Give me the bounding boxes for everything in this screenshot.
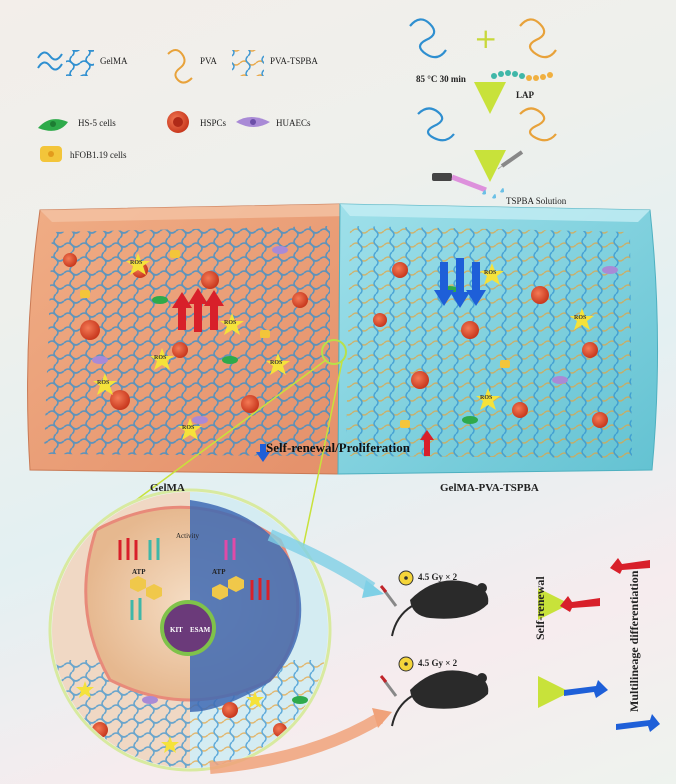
svg-text:ROS: ROS [130,260,143,266]
cyan-flow-arrowhead [362,580,384,598]
mouse-icon-top [379,580,489,637]
pva-tspba-block [337,203,659,475]
legend-hspcs-label: HSPCs [200,118,227,128]
lap-molecule-icon [491,70,553,81]
gelma-cells [63,246,308,424]
legend-huaec-icon [236,117,270,127]
syringe-icon [497,150,524,170]
self-renewal-red-arrow [560,596,600,612]
radiation-icon-top [398,570,414,586]
self-renewal-blue-arrow [564,680,608,698]
legend-huaecs-label: HUAECs [276,118,311,128]
synthesis-schematic: + [409,18,557,199]
synthesis-condition: 85 °C 30 min [416,74,466,84]
pva-cells [373,262,618,428]
ros-markers [93,253,594,440]
uv-lamp-icon [432,173,487,193]
orange-flow-arrowhead [372,708,392,728]
legend-hspc-icon [167,111,189,133]
red-up-arrows [172,288,224,332]
svg-text:ROS: ROS [224,320,237,326]
legend-hfob-icon [40,146,62,162]
zoom-circle [48,488,332,772]
self-renewal-label: Self-renewal [533,576,547,640]
tspba-label: TSPBA Solution [506,196,567,206]
legend-pva-tspba-label: PVA-TSPBA [270,56,318,66]
radiation-icon-bottom [398,656,414,672]
svg-text:+: + [474,22,497,55]
svg-text:ATP: ATP [212,568,226,576]
lap-label: LAP [516,90,534,100]
svg-text:KIT: KIT [170,626,183,634]
svg-text:ROS: ROS [484,270,497,276]
svg-text:Activity: Activity [176,532,199,540]
legend-hs5-icon [38,119,68,131]
legend-hfob-label: hFOB1.19 cells [70,150,127,160]
svg-text:ROS: ROS [574,315,587,321]
multilineage-blue-arrow [616,714,660,732]
legend-gelma-icon [37,50,94,76]
legend-pva-icon [167,49,193,84]
svg-text:ROS: ROS [154,355,167,361]
dose-label-top: 4.5 Gy × 2 [418,572,458,582]
legend-hs5-label: HS-5 cells [78,118,116,128]
legend-pva-tspba-icon [232,50,264,76]
self-renewal-proliferation-label: Self-renewal/Proliferation [266,440,410,455]
legend-pva-label: PVA [200,56,217,66]
cyan-flow-arrow [267,529,376,593]
svg-text:ROS: ROS [182,425,195,431]
dose-label-bottom: 4.5 Gy × 2 [418,658,458,668]
svg-text:ESAM: ESAM [190,626,211,634]
mouse-icon-bottom [379,670,489,727]
svg-text:ROS: ROS [97,380,110,386]
gelma-title: GelMA [150,482,185,494]
orange-flow-arrow [209,712,384,774]
ros-labels: ROS ROS ROS ROS ROS ROS ROS ROS ROS [97,260,587,431]
multilineage-label: Multilineage differentiation [627,570,641,712]
gelma-pva-tspba-title: GelMA-PVA-TSPBA [440,482,539,494]
svg-text:ROS: ROS [270,360,283,366]
blue-down-arrows [434,258,486,308]
droplets-icon [482,188,504,199]
legend-gelma-label: GelMA [100,56,128,66]
svg-text:ATP: ATP [132,568,146,576]
center-label-arrows [256,430,434,462]
zoom-labels: Activity ATP ATP KIT ESAM [132,532,226,634]
zoom-marker [321,339,347,365]
svg-text:ROS: ROS [480,395,493,401]
multilineage-red-arrow [610,558,650,574]
